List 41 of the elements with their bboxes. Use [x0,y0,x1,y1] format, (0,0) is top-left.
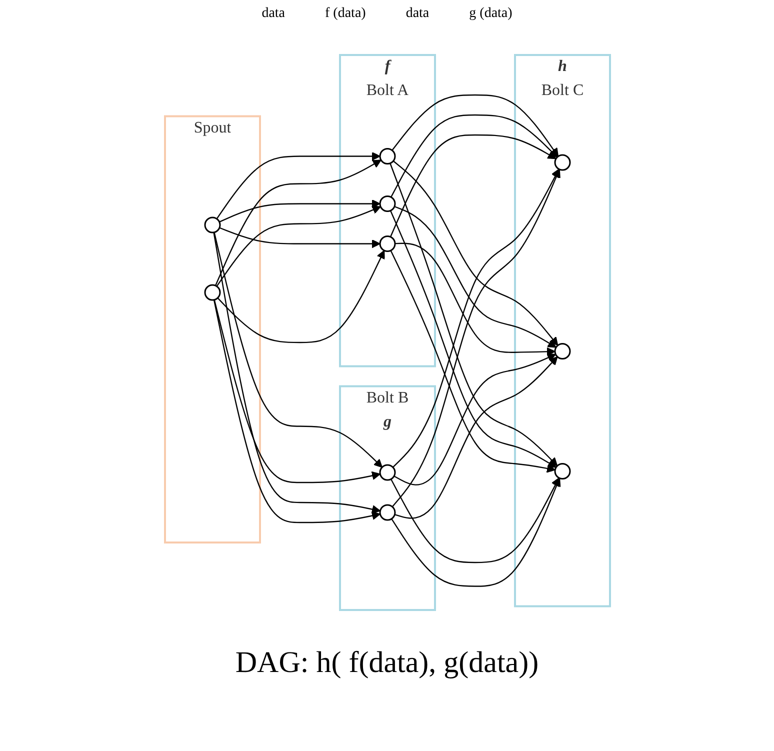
arrow [391,94,558,156]
node-circle [554,154,570,170]
node-circle [204,284,220,300]
arrow [389,134,556,237]
node-circle [378,504,396,520]
data-note: g (data) [469,6,512,22]
arrow [216,151,380,219]
cluster: Spout [164,114,260,543]
node-circle [378,235,396,252]
arrow [394,205,556,348]
arrow [390,477,559,563]
node-circle [378,195,396,212]
node-circle [378,464,396,480]
arrow [390,114,558,197]
arrow [213,232,382,468]
arrow [392,160,558,346]
node-circle [554,342,570,359]
data-note: data [262,6,286,22]
node-label: h [558,58,566,74]
data-note: f (data) [325,6,366,22]
caption: DAG: h( f(data), g(data)) [235,646,539,680]
node-label: f [384,58,390,74]
arrow [394,356,558,518]
arrow [218,198,380,222]
arrow [216,250,384,343]
arrow [212,299,380,523]
arrow [390,477,560,586]
node-circle [378,148,396,164]
node-circle [554,462,570,479]
arrow [213,299,380,483]
arrow [389,210,556,468]
arrow [393,353,556,485]
arrow [394,242,555,356]
arrow [390,250,556,472]
arrow [218,226,380,248]
arrow [216,205,380,286]
node-circle [204,216,220,233]
arrow [214,159,381,286]
arrow [212,232,380,514]
node-label: g [382,412,391,430]
data-note: data [406,6,430,22]
